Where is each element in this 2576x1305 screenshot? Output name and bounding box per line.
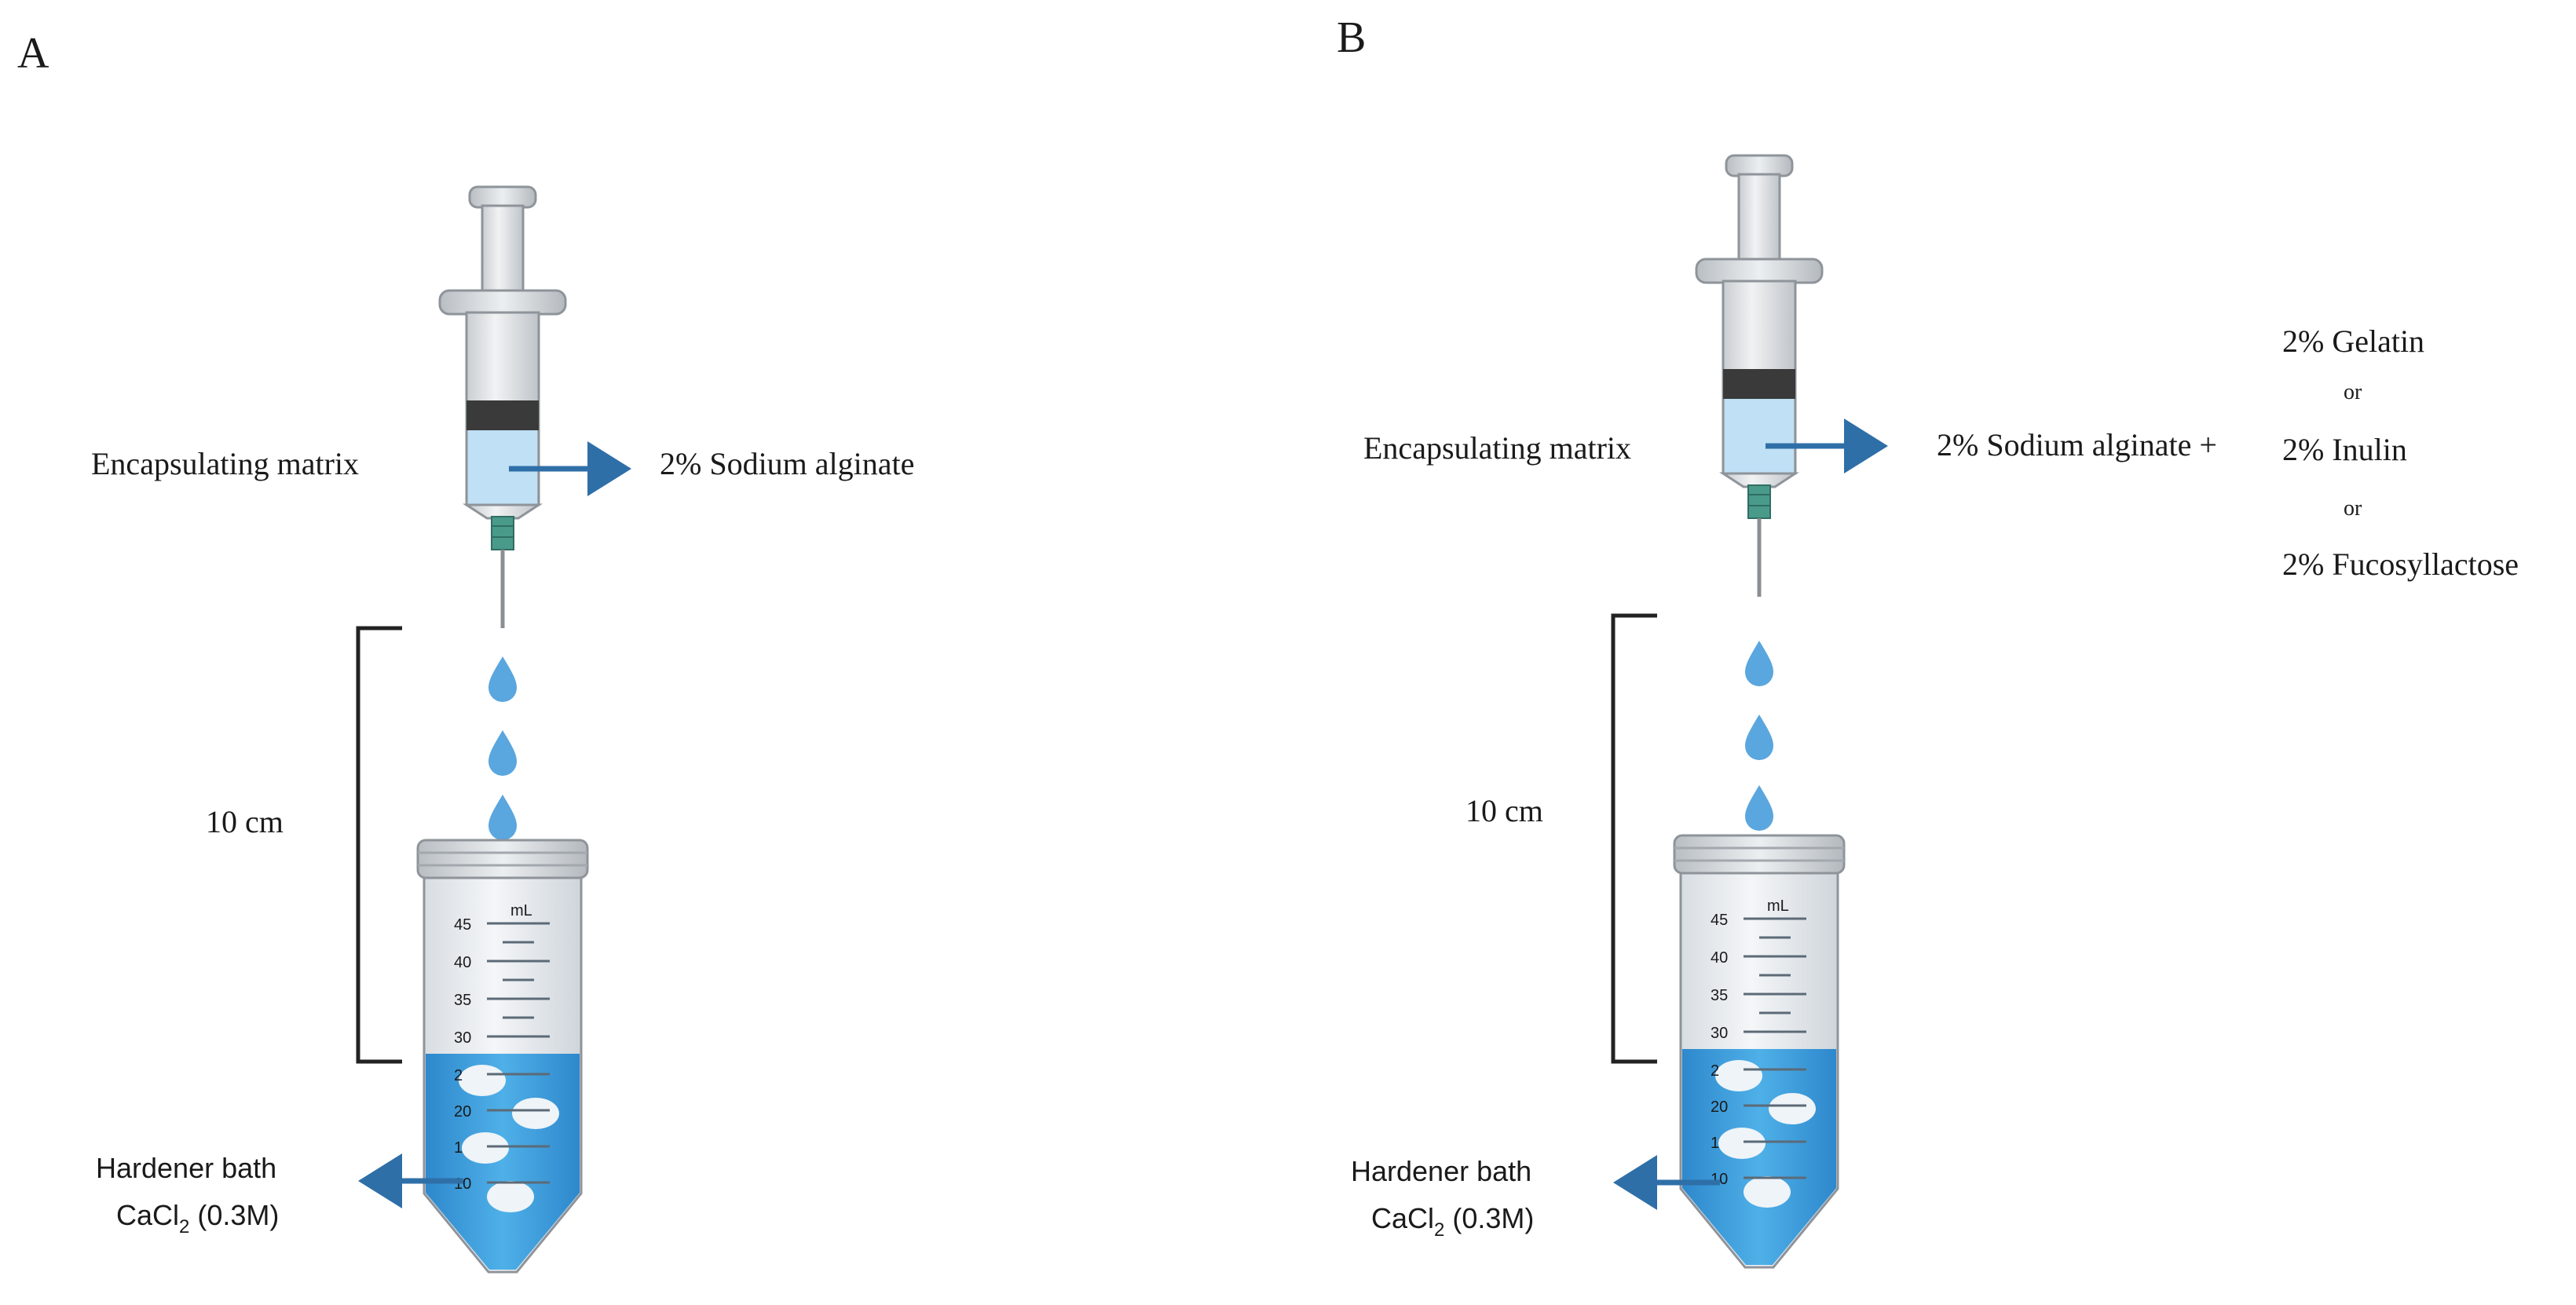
tube-tick-label: 20 <box>1711 1098 1728 1116</box>
distance-label: 10 cm <box>1465 793 1543 828</box>
tube-tick-label: 10 <box>454 1175 471 1193</box>
hardener-bath-label: Hardener bath <box>96 1152 276 1184</box>
option-fucosyllactose: 2% Fucosyllactose <box>2282 546 2519 582</box>
tube-unit-label: mL <box>510 902 532 919</box>
tube-tick-label: 45 <box>1711 912 1728 929</box>
falcon-tube: mL 45 40 35 30 2 20 1 10 <box>416 839 589 1274</box>
hardener-formula: CaCl2 (0.3M) <box>1371 1202 1534 1241</box>
distance-label: 10 cm <box>206 804 284 839</box>
drops-group <box>1745 641 1773 831</box>
panel-a-letter: A <box>17 29 49 78</box>
tube-unit-label: mL <box>1767 897 1789 915</box>
tube-tick-label: 2 <box>454 1067 463 1084</box>
encapsulating-matrix-label: Encapsulating matrix <box>1363 430 1631 466</box>
tube-tick-label: 1 <box>454 1139 463 1157</box>
falcon-tube: mL 45 40 35 30 2 20 1 10 <box>1673 834 1846 1269</box>
option-gelatin: 2% Gelatin <box>2282 324 2424 359</box>
tube-tick-label: 45 <box>454 916 471 934</box>
tube-tick-label: 35 <box>1711 987 1728 1004</box>
composition-label: 2% Sodium alginate <box>660 446 914 481</box>
hardener-formula: CaCl2 (0.3M) <box>116 1199 279 1237</box>
syringe-icon <box>438 185 567 628</box>
tube-tick-label: 10 <box>1711 1171 1728 1188</box>
drop-icon <box>488 730 517 776</box>
or-label: or <box>2344 380 2362 404</box>
panel-b-letter: B <box>1337 13 1366 62</box>
distance-bracket <box>356 626 402 1064</box>
hardener-bath-label: Hardener bath <box>1351 1155 1531 1187</box>
drops-group <box>488 656 517 840</box>
tube-tick-label: 30 <box>1711 1025 1728 1042</box>
tube-tick-label: 20 <box>454 1103 471 1120</box>
tube-tick-label: 40 <box>454 954 471 971</box>
composition-label: 2% Sodium alginate + <box>1937 427 2217 462</box>
drop-icon <box>488 656 517 702</box>
tube-tick-label: 2 <box>1711 1062 1719 1080</box>
syringe-icon <box>1695 154 1824 597</box>
option-inulin: 2% Inulin <box>2282 432 2407 467</box>
tube-tick-label: 40 <box>1711 949 1728 967</box>
tube-tick-label: 1 <box>1711 1135 1719 1152</box>
drop-icon <box>1745 715 1773 760</box>
tube-tick-label: 30 <box>454 1029 471 1047</box>
drop-icon <box>488 795 517 840</box>
encapsulating-matrix-label: Encapsulating matrix <box>91 446 359 481</box>
drop-icon <box>1745 641 1773 686</box>
drop-icon <box>1745 785 1773 831</box>
panel-b: B 10 cm <box>1337 13 2519 1269</box>
or-label: or <box>2344 496 2362 521</box>
panel-a: A <box>17 29 914 1274</box>
tube-tick-label: 35 <box>454 992 471 1009</box>
distance-bracket <box>1611 613 1657 1064</box>
